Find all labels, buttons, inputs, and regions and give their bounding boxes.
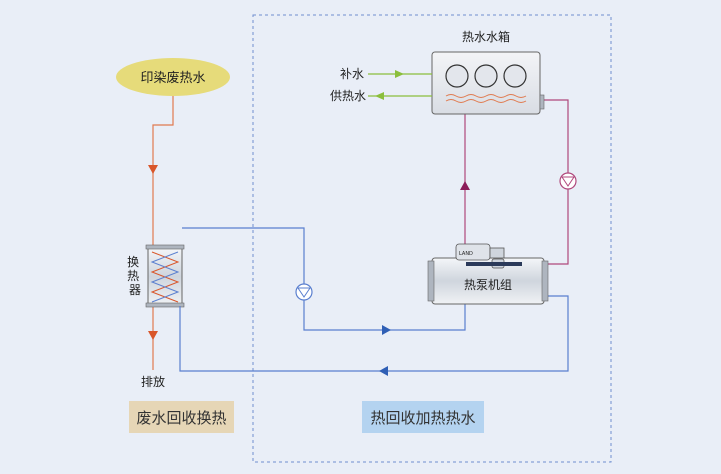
makeup-water-label: 补水 (340, 67, 364, 81)
heat-recovery-boundary (252, 14, 612, 463)
tank-title: 热水水箱 (462, 29, 510, 44)
wastewater-source-ellipse (116, 58, 230, 96)
waste-inlet-arrow-icon (148, 165, 158, 174)
brand-label: LAND (459, 251, 473, 257)
heat-recovery-heating-section-label: 热回收加热热水 (362, 401, 484, 433)
hot-water-tank (431, 51, 545, 115)
waste-outlet-arrow-icon (148, 331, 158, 340)
hot-water-pump-icon (559, 172, 577, 190)
waste-heat-recovery-section-label: 废水回收换热 (129, 401, 234, 433)
water-return-line (179, 295, 569, 372)
discharge-label: 排放 (141, 374, 165, 389)
heat-pump-label: 热泵机组 (464, 278, 512, 292)
makeup-water-arrow-icon (395, 70, 404, 78)
water-supply-line (182, 227, 466, 331)
water-supply-arrow-icon (382, 325, 391, 335)
hot-water-supply-label: 供热水 (330, 89, 366, 103)
hot-water-up-arrow-icon (460, 181, 470, 190)
hot-water-supply-arrow-icon (375, 92, 384, 100)
wastewater-source-label: 印染废热水 (140, 70, 205, 86)
water-return-arrow-icon (379, 366, 388, 376)
heat-exchanger (145, 244, 185, 308)
waste-water-inlet-line (152, 96, 174, 248)
heat-exchanger-label: 换 热 器 (127, 255, 143, 297)
heat-pump-unit (427, 243, 549, 305)
circulation-pump-icon (295, 283, 313, 301)
